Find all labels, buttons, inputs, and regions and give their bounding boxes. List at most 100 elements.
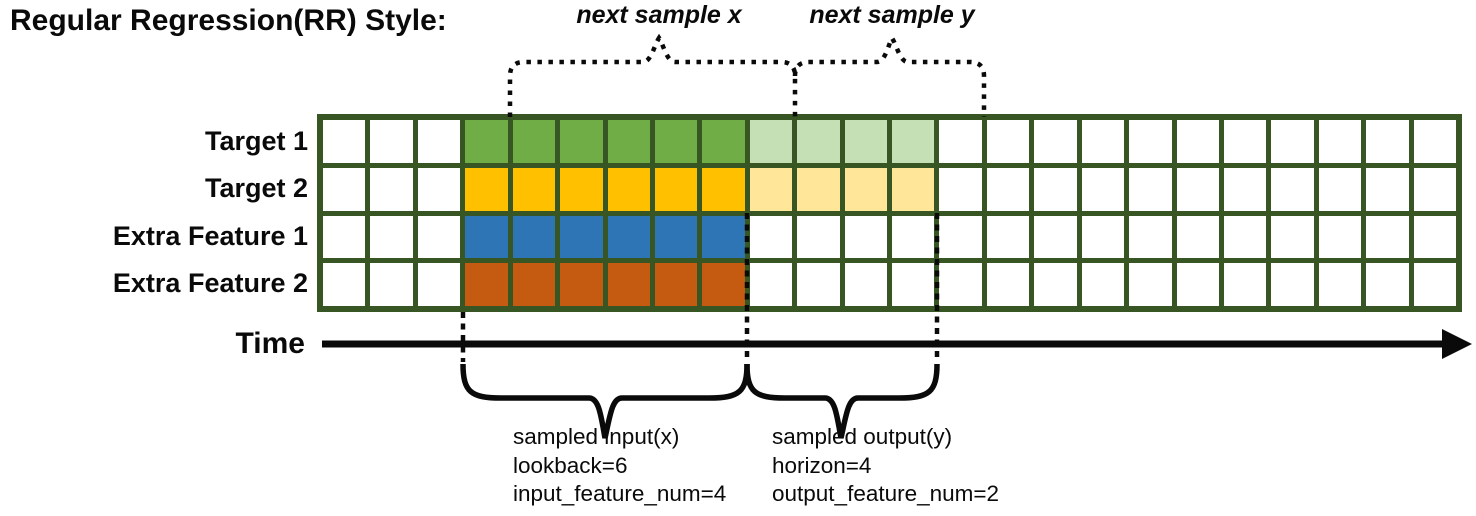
sampled-input-annotation: sampled input(x) lookback=6 input_featur… — [513, 423, 726, 509]
grid-cell — [892, 120, 935, 163]
grid-cell — [607, 215, 650, 259]
grid-cell — [1413, 120, 1456, 163]
grid-cell — [1318, 167, 1362, 211]
diagram-title: Regular Regression(RR) Style: — [10, 4, 447, 37]
grid-cell — [1176, 215, 1219, 259]
next-sample-x-brace — [507, 33, 798, 117]
grid-cell — [465, 120, 508, 163]
grid-cell — [1366, 120, 1409, 163]
grid-cell — [417, 215, 461, 259]
grid-cell — [1129, 120, 1172, 163]
grid-cell — [1223, 263, 1267, 306]
grid-cell — [844, 167, 887, 211]
grid-cell — [986, 263, 1030, 306]
grid-cell — [1271, 120, 1314, 163]
grid-cell — [1223, 215, 1267, 259]
grid-cell — [749, 120, 793, 163]
row-label-target-1: Target 1 — [204, 125, 308, 156]
grid-cell — [1081, 120, 1125, 163]
grid-cell — [702, 215, 745, 259]
grid-cell — [1081, 215, 1125, 259]
grid-cell — [702, 120, 745, 163]
grid-cell — [323, 263, 366, 306]
grid-cell — [607, 120, 650, 163]
grid-cell — [1129, 263, 1172, 306]
grid-cell — [370, 167, 413, 211]
grid-cell — [702, 167, 745, 211]
next-sample-y-brace — [792, 33, 987, 117]
output-feature-num-line: output_feature_num=2 — [772, 481, 1000, 506]
grid-cell — [512, 120, 556, 163]
grid-cell — [1271, 215, 1314, 259]
grid-cell — [512, 263, 556, 306]
grid-cell — [323, 215, 366, 259]
grid-cell — [323, 120, 366, 163]
grid-cell — [465, 263, 508, 306]
grid-cell — [370, 215, 413, 259]
grid-cell — [323, 167, 366, 211]
grid-cell — [1366, 215, 1409, 259]
row-label-extra-feature-1: Extra Feature 1 — [112, 220, 308, 251]
grid-cell — [749, 167, 793, 211]
grid-cell — [417, 120, 461, 163]
grid-cell — [892, 167, 935, 211]
grid-cell — [1223, 120, 1267, 163]
grid-cell — [560, 263, 603, 306]
grid-cell — [797, 167, 840, 211]
grid-cell — [1271, 263, 1314, 306]
grid-cell — [1318, 263, 1362, 306]
time-axis-label: Time — [235, 327, 305, 360]
sampled-input-line: sampled input(x) — [513, 424, 680, 449]
grid-cell — [512, 167, 556, 211]
grid-cell — [417, 167, 461, 211]
grid-cell — [844, 120, 887, 163]
time-arrowhead-icon — [1442, 329, 1472, 359]
row-label-target-2: Target 2 — [204, 172, 308, 203]
grid-cell — [844, 263, 887, 306]
grid-cell — [465, 167, 508, 211]
input-feature-num-line: input_feature_num=4 — [513, 481, 727, 506]
grid-cell — [560, 167, 603, 211]
grid-cell — [1176, 167, 1219, 211]
grid-cell — [370, 263, 413, 306]
grid-cell — [560, 215, 603, 259]
grid-cell — [1176, 120, 1219, 163]
grid-cell — [1318, 120, 1362, 163]
grid-cell — [749, 215, 793, 259]
grid-cell — [1413, 167, 1456, 211]
grid-cell — [939, 263, 982, 306]
grid-cell — [512, 215, 556, 259]
grid-cell — [1176, 263, 1219, 306]
grid-cell — [1034, 215, 1077, 259]
grid-cell — [560, 120, 603, 163]
grid-cell — [702, 263, 745, 306]
grid-cell — [1034, 167, 1077, 211]
next-sample-x-label: next sample x — [576, 1, 742, 29]
grid-cell — [1366, 167, 1409, 211]
next-sample-y-label: next sample y — [809, 1, 975, 29]
grid-cell — [654, 263, 698, 306]
grid-cell — [1413, 215, 1456, 259]
grid-cell — [654, 167, 698, 211]
grid-cell — [465, 215, 508, 259]
grid-cell — [986, 215, 1030, 259]
lookback-line: lookback=6 — [513, 452, 628, 478]
grid-cell — [797, 263, 840, 306]
grid-cell — [1034, 120, 1077, 163]
sampled-output-annotation: sampled output(y) horizon=4 output_featu… — [772, 423, 999, 509]
horizon-line: horizon=4 — [772, 452, 872, 478]
grid-cell — [1366, 263, 1409, 306]
timeseries-grid — [317, 114, 1462, 312]
grid-cell — [844, 215, 887, 259]
grid-cell — [1318, 215, 1362, 259]
grid-cell — [1034, 263, 1077, 306]
grid-cell — [607, 263, 650, 306]
grid-cell — [797, 120, 840, 163]
row-label-extra-feature-2: Extra Feature 2 — [112, 267, 308, 298]
grid-cell — [797, 215, 840, 259]
grid-cell — [654, 215, 698, 259]
grid-cell — [986, 120, 1030, 163]
grid-cell — [892, 215, 935, 259]
grid-cell — [892, 263, 935, 306]
grid-cell — [1129, 215, 1172, 259]
